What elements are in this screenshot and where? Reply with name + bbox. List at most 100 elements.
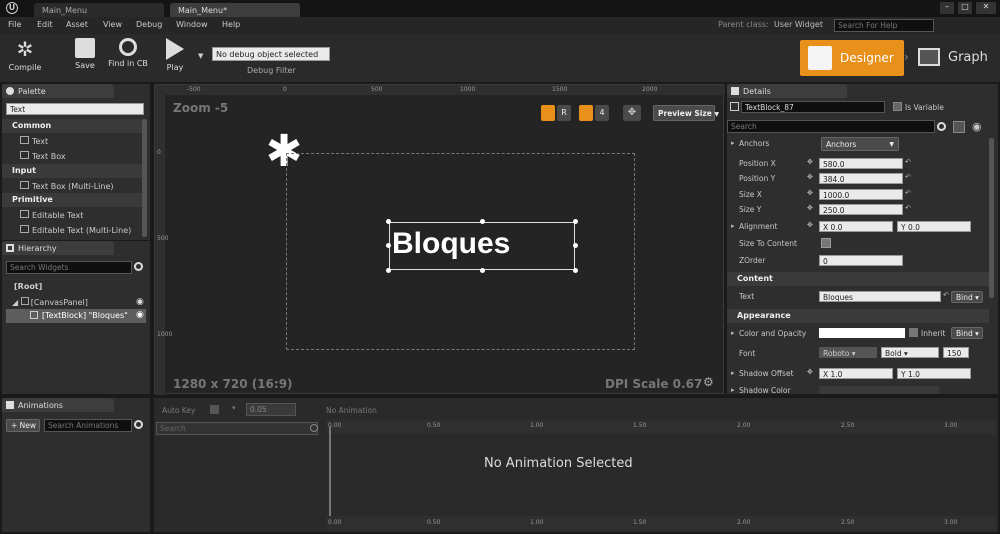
shadow-color-expander[interactable]: ▸ (731, 386, 735, 394)
palette-category-common[interactable]: Common (2, 119, 142, 133)
font-size-input[interactable]: 150 (943, 347, 969, 358)
find-in-cb-button[interactable]: Find in CB (104, 38, 152, 78)
anchors-dropdown[interactable]: Anchors ▼ (821, 137, 899, 151)
auto-key-checkbox[interactable] (210, 405, 219, 414)
menu-window[interactable]: Window (176, 20, 208, 29)
designer-button[interactable]: Designer (800, 40, 904, 76)
resize-handle-tr[interactable] (573, 219, 578, 224)
hierarchy-item-root[interactable]: [Root] (14, 282, 43, 291)
hierarchy-item-canvas-panel[interactable]: ◢ [CanvasPanel] (12, 297, 88, 307)
details-search-input[interactable]: Search (727, 120, 935, 133)
hierarchy-tab[interactable]: Hierarchy (2, 241, 114, 255)
resize-handle-tl[interactable] (386, 219, 391, 224)
color-bind-button[interactable]: Bind ▾ (951, 327, 983, 339)
textblock-visibility-eye-icon[interactable]: ◉ (136, 310, 144, 320)
menu-view[interactable]: View (103, 20, 122, 29)
timeline-ruler[interactable] (326, 420, 996, 434)
anchors-expander[interactable]: ▸ (731, 139, 735, 147)
window-close-button[interactable]: ✕ (976, 2, 996, 14)
timeline-playhead[interactable] (329, 426, 331, 522)
compile-button[interactable]: ✲ Compile (2, 38, 48, 78)
alignment-x-input[interactable]: X 0.0 (819, 221, 893, 232)
color-swatch[interactable] (819, 328, 905, 338)
position-y-input[interactable]: 384.0 (819, 173, 903, 184)
content-section-header[interactable]: Content (727, 272, 989, 286)
grid-snap-button[interactable] (579, 105, 593, 121)
resize-handle-bm[interactable] (480, 268, 485, 273)
position-x-reset-icon[interactable]: ↶ (905, 158, 911, 166)
shadow-color-swatch[interactable] (819, 386, 939, 394)
hierarchy-search-input[interactable]: Search Widgets (6, 261, 132, 274)
shadow-x-input[interactable]: X 1.0 (819, 368, 893, 379)
grid-size-button[interactable]: 4 (595, 105, 609, 121)
time-step-input[interactable]: 0.05 (246, 403, 296, 416)
debug-object-select[interactable]: No debug object selected (212, 47, 330, 61)
menu-file[interactable]: File (8, 20, 22, 29)
position-x-input[interactable]: 580.0 (819, 158, 903, 169)
parent-class-value[interactable]: User Widget (774, 20, 823, 29)
position-y-reset-icon[interactable]: ↶ (905, 173, 911, 181)
menu-debug[interactable]: Debug (136, 20, 163, 29)
resize-handle-bl[interactable] (386, 268, 391, 273)
new-animation-button[interactable]: + New (6, 419, 40, 432)
alignment-expander[interactable]: ▸ (731, 222, 735, 230)
save-button[interactable]: Save (62, 38, 108, 78)
designer-viewport[interactable]: -500 0 500 1000 1500 2000 0 500 1000 Zoo… (154, 84, 725, 395)
appearance-section-header[interactable]: Appearance (727, 309, 989, 323)
outline-toggle-button[interactable] (541, 105, 555, 121)
window-maximize-button[interactable]: □ (958, 2, 972, 14)
palette-item-editable-text[interactable]: Editable Text (20, 210, 83, 220)
text-reset-icon[interactable]: ↶ (943, 291, 949, 299)
shadow-offset-expander[interactable]: ▸ (731, 369, 735, 377)
animations-tab[interactable]: Animations (2, 398, 114, 412)
canvas-panel-visibility-eye-icon[interactable]: ◉ (136, 297, 144, 307)
tab-main-menu[interactable]: Main_Menu (34, 3, 164, 17)
step-chevron-icon[interactable]: ▾ (232, 404, 236, 412)
zoom-to-fit-button[interactable]: ✥ (623, 105, 641, 121)
font-family-select[interactable]: Roboto ▾ (819, 347, 877, 358)
text-property-input[interactable]: Bloques (819, 291, 941, 302)
menu-help[interactable]: Help (222, 20, 241, 29)
font-style-select[interactable]: Bold ▾ (881, 347, 939, 358)
anchor-flower-icon[interactable]: ✱ (265, 126, 303, 177)
view-options-eye-icon[interactable]: ◉ (972, 120, 982, 133)
timeline-search-input[interactable]: Search (156, 422, 318, 435)
menu-edit[interactable]: Edit (37, 20, 53, 29)
resize-handle-tm[interactable] (480, 219, 485, 224)
alignment-y-input[interactable]: Y 0.0 (897, 221, 971, 232)
details-tab[interactable]: Details (727, 84, 847, 98)
size-y-input[interactable]: 250.0 (819, 204, 903, 215)
size-x-input[interactable]: 1000.0 (819, 189, 903, 200)
size-x-reset-icon[interactable]: ↶ (905, 189, 911, 197)
palette-search-input[interactable]: Text (6, 103, 144, 115)
resize-handle-ml[interactable] (386, 243, 391, 248)
help-search-input[interactable]: Search For Help (834, 19, 934, 32)
zorder-input[interactable]: 0 (819, 255, 903, 266)
inherit-checkbox[interactable] (909, 328, 918, 337)
play-options-chevron-down-icon[interactable]: ▼ (198, 52, 204, 60)
menu-asset[interactable]: Asset (66, 20, 88, 29)
tab-main-menu-active[interactable]: Main_Menu* (170, 3, 300, 17)
textblock-widget[interactable]: Bloques (389, 222, 575, 270)
resize-handle-mr[interactable] (573, 243, 578, 248)
graph-button[interactable]: Graph (914, 40, 998, 76)
palette-item-editable-text-multiline[interactable]: Editable Text (Multi-Line) (20, 225, 131, 235)
palette-item-text[interactable]: Text (20, 136, 48, 146)
property-matrix-icon[interactable] (953, 121, 965, 133)
size-y-reset-icon[interactable]: ↶ (905, 204, 911, 212)
respect-locks-button[interactable]: R (557, 105, 571, 121)
resize-handle-br[interactable] (573, 268, 578, 273)
widget-name-input[interactable]: TextBlock_87 (741, 101, 885, 113)
dpi-settings-gear-icon[interactable]: ⚙ (703, 375, 714, 389)
play-button[interactable]: Play (152, 38, 198, 78)
palette-category-input[interactable]: Input (2, 164, 142, 178)
color-expander[interactable]: ▸ (731, 329, 735, 337)
details-scrollbar[interactable] (989, 138, 994, 298)
hierarchy-item-textblock[interactable]: [TextBlock] "Bloques" ◉ (6, 309, 146, 323)
window-minimize-button[interactable]: – (940, 2, 954, 14)
animations-search-input[interactable]: Search Animations (44, 419, 132, 432)
text-bind-button[interactable]: Bind ▾ (951, 291, 983, 303)
palette-item-text-box-multiline[interactable]: Text Box (Multi-Line) (20, 181, 114, 191)
shadow-y-input[interactable]: Y 1.0 (897, 368, 971, 379)
preview-size-dropdown[interactable]: Preview Size ▼ (653, 105, 719, 121)
